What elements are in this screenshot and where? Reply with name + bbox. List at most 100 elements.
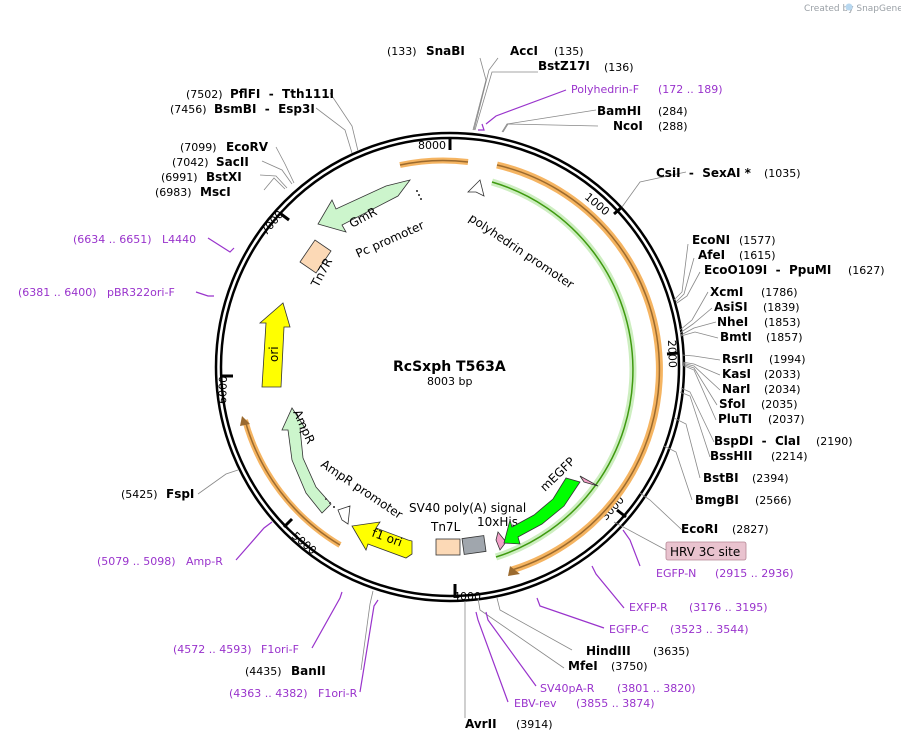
site-pluti-pos: (2037) [768, 413, 805, 426]
snapgene-logo-icon [845, 3, 853, 11]
tick-label-2000: 2000 [665, 340, 679, 368]
hrv3c-leader [613, 521, 667, 551]
site-sfoi-name: SfoI [719, 397, 746, 411]
site-rsrii-name: RsrII [722, 352, 753, 366]
site-pflfi-tth111i-pos: (7502) [186, 88, 223, 101]
site-csii-sexai-pos: (1035) [764, 167, 801, 180]
tn7l-label: Tn7L [430, 520, 461, 534]
site-nari-pos: (2034) [764, 383, 801, 396]
feature-gmr: GmR [317, 179, 411, 233]
site-econi-name: EcoNI [692, 233, 730, 247]
tick-2000 [666, 351, 680, 356]
tick-1000 [613, 205, 623, 216]
site-fspi-name: FspI [166, 487, 194, 501]
site-msci-name: MscI [200, 185, 231, 199]
site-leader-lines [197, 57, 721, 718]
tick-label-5000: 5000 [289, 529, 319, 557]
primer-amp-r-range: (5079 .. 5098) [97, 555, 176, 568]
site-sacii-name: SacII [216, 155, 249, 169]
his-tag-box [461, 535, 487, 555]
site-sfoi-pos: (2035) [761, 398, 798, 411]
site-asisi-pos: (1839) [763, 301, 800, 314]
site-nari-name: NarI [722, 382, 751, 396]
site-hindiii-name: HindIII [586, 644, 631, 658]
site-asisi-name: AsiSI [714, 300, 748, 314]
site-ecorv-name: EcoRV [226, 140, 269, 154]
site-avrii-pos: (3914) [516, 718, 553, 731]
hrv3c-marker [495, 531, 507, 551]
site-nhei-name: NheI [717, 315, 748, 329]
polyhedrin-promoter-label: polyhedrin promoter [466, 211, 576, 292]
primer-egfp-c-name: EGFP-C [609, 623, 649, 636]
orf-top-arc-core [399, 159, 469, 166]
site-hindiii-pos: (3635) [653, 645, 690, 658]
feature-f1-ori: f1 ori [351, 521, 413, 559]
site-bsshii-pos: (2214) [771, 450, 808, 463]
orf-arcs [240, 157, 663, 576]
sv40-polya-label: SV40 poly(A) signal [409, 501, 526, 515]
orf-left-arc-core [244, 419, 341, 546]
created-by-watermark: Created by SnapGene [804, 4, 901, 14]
site-ecorv-pos: (7099) [180, 141, 217, 154]
site-xcmi-name: XcmI [710, 285, 743, 299]
site-bspdi-clai-pos: (2190) [816, 435, 853, 448]
primer-amp-r-name: Amp-R [186, 555, 223, 568]
hrv3c-label: HRV 3C site [670, 545, 740, 559]
site-ecori-pos: (2827) [732, 523, 769, 536]
hrv3c-badge [665, 541, 747, 561]
primer-polyhedrin-f-range: (172 .. 189) [658, 83, 723, 96]
site-sacii-pos: (7042) [172, 156, 209, 169]
map-title: RcSxph T563A [393, 359, 506, 375]
site-rsrii-pos: (1994) [769, 353, 806, 366]
tick-label-4000: 4000 [453, 590, 481, 603]
site-econi-pos: (1577) [739, 234, 776, 247]
primer-ebv-rev-name: EBV-rev [514, 697, 557, 710]
primer-pbr322ori-f-range: (6381 .. 6400) [18, 286, 97, 299]
site-labels-left: (6983) MscI (6991) BstXI (7042) SacII (7… [155, 87, 334, 199]
site-bmgbi-pos: (2566) [755, 494, 792, 507]
tick-marks [221, 138, 680, 596]
primer-f1ori-f-range: (4572 .. 4593) [173, 643, 252, 656]
primer-labels: Polyhedrin-F (172 .. 189) EGFP-N (2915 .… [18, 83, 794, 710]
site-pluti-name: PluTI [718, 412, 752, 426]
site-bamhi-pos: (284) [658, 105, 688, 118]
orf-left-arrowhead [240, 416, 250, 426]
site-snabi-pos: (133) [387, 45, 417, 58]
ampr-promoter-arrow [337, 505, 351, 525]
primer-f1ori-f-name: F1ori-F [261, 643, 299, 656]
site-nhei-pos: (1853) [764, 316, 801, 329]
site-afei-pos: (1615) [739, 249, 776, 262]
site-ecoo109i-ppumi-name: EcoO109I - PpuMI [704, 263, 831, 277]
site-ncoi-name: NcoI [613, 119, 643, 133]
primer-sv40pa-r-name: SV40pA-R [540, 682, 595, 695]
primer-egfp-n-name: EGFP-N [656, 567, 696, 580]
site-bsshii-name: BssHII [710, 449, 752, 463]
primer-pbr322ori-f-name: pBR322ori-F [107, 286, 175, 299]
tick-3000 [616, 508, 627, 519]
map-length: 8003 bp [427, 375, 472, 388]
site-avrii-name: AvrII [465, 717, 497, 731]
site-acci-pos: (135) [554, 45, 584, 58]
primer-marks [195, 89, 641, 703]
feature-tn7r: Tn7R [299, 239, 335, 290]
feature-ori: ori [258, 302, 291, 388]
feature-megfp: mEGFP [503, 454, 581, 545]
primer-sv40pa-r-range: (3801 .. 3820) [617, 682, 696, 695]
site-bmgbi-name: BmgBI [695, 493, 739, 507]
ampr-promoter-dots [325, 498, 335, 508]
primer-polyhedrin-f-name: Polyhedrin-F [571, 83, 639, 96]
primer-egfp-c-range: (3523 .. 3544) [670, 623, 749, 636]
site-pflfi-tth111i-name: PflFI - Tth111I [230, 87, 334, 101]
site-banii-name: BanII [291, 664, 326, 678]
site-snabi-name: SnaBI [426, 44, 465, 58]
site-xcmi-pos: (1786) [761, 286, 798, 299]
feature-tn7l: Tn7L [430, 520, 461, 556]
site-fspi-pos: (5425) [121, 488, 158, 501]
site-bstz17i-pos: (136) [604, 61, 634, 74]
primer-egfp-n-range: (2915 .. 2936) [715, 567, 794, 580]
primer-ebv-rev-range: (3855 .. 3874) [576, 697, 655, 710]
primer-f1ori-r-name: F1ori-R [318, 687, 358, 700]
site-bamhi-name: BamHI [597, 104, 641, 118]
site-bstxi-pos: (6991) [161, 171, 198, 184]
